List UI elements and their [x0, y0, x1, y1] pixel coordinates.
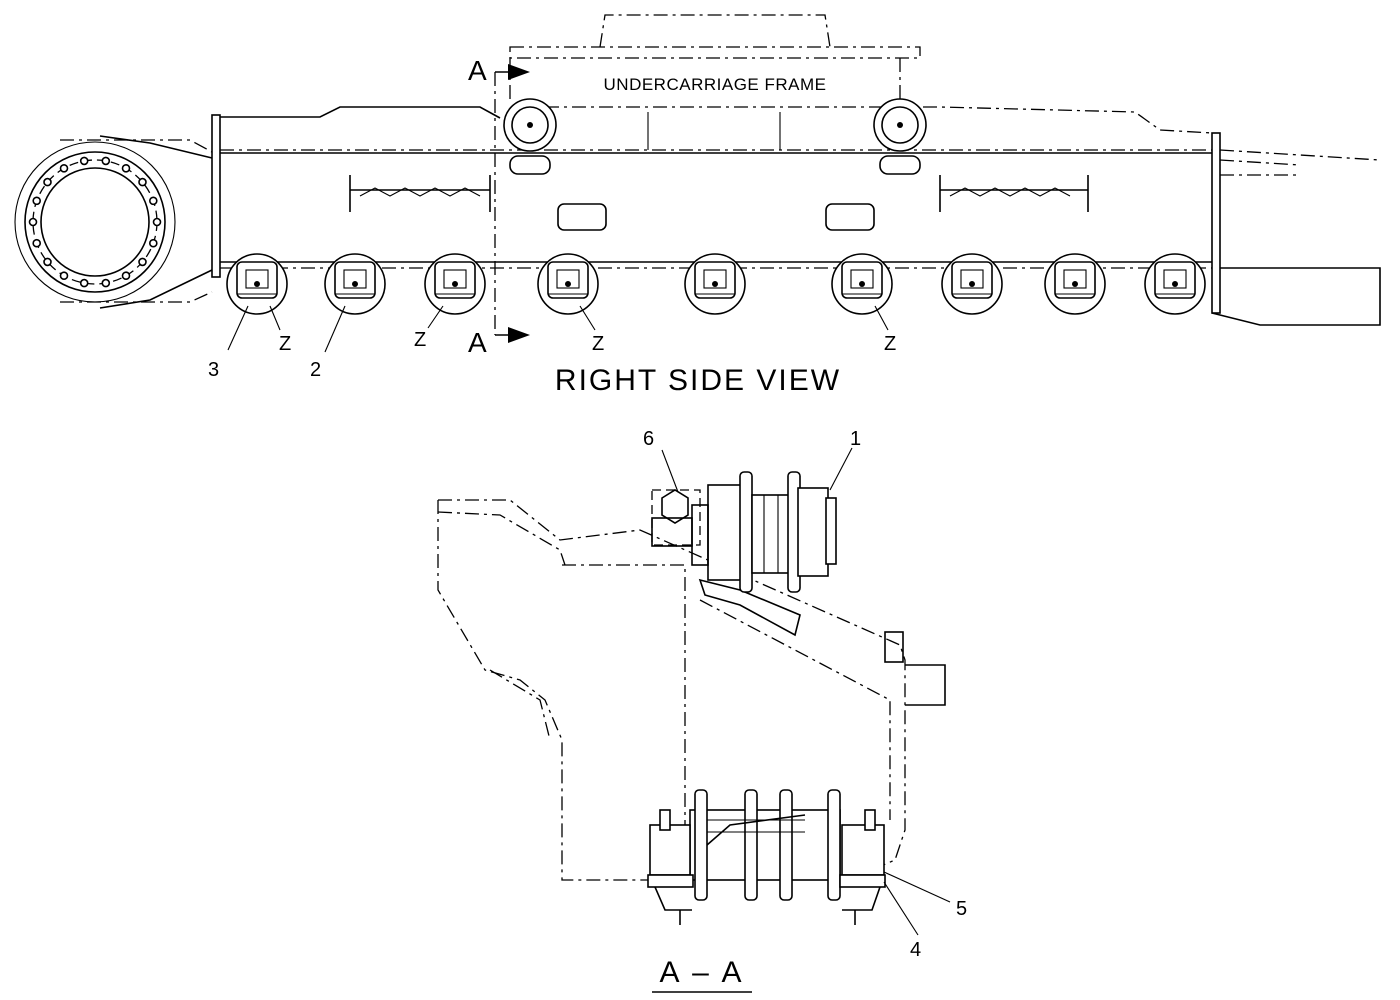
- right-side-view: UNDERCARRIAGE FRAME: [14, 14, 1381, 397]
- undercarriage-frame: UNDERCARRIAGE FRAME: [509, 14, 921, 104]
- idler-bolt: [43, 177, 52, 187]
- idler-bolt: [149, 238, 158, 248]
- track-roller: [831, 253, 893, 315]
- section-mark-bottom: A: [468, 327, 487, 358]
- idler-bolt: [138, 177, 147, 187]
- section-title: A – A: [659, 956, 744, 989]
- track-roller: [1044, 253, 1106, 315]
- callout-3: 3: [208, 359, 219, 381]
- view-title: RIGHT SIDE VIEW: [555, 364, 841, 397]
- left-end-plate: [211, 114, 221, 278]
- callout-6: 6: [643, 428, 654, 450]
- bottom-rollers: [226, 253, 1206, 315]
- callout-5: 5: [956, 898, 967, 920]
- idler-bolt: [152, 217, 162, 227]
- callout-4: 4: [910, 939, 921, 961]
- section-a-a-view: 6 1 5 4 A – A: [437, 428, 967, 993]
- idler-bolt: [101, 156, 111, 166]
- track-roller: [1144, 253, 1206, 315]
- section-mark-top: A: [468, 55, 487, 86]
- section-callouts: 6 1 5 4: [643, 428, 967, 961]
- carrier-roller-section: [651, 471, 837, 593]
- track-roller: [226, 253, 288, 315]
- track-roller: [684, 253, 746, 315]
- track-roller-section: [647, 789, 886, 925]
- idler-bolt: [32, 238, 42, 248]
- side-view-callouts: 3 Z 2 Z Z Z: [208, 305, 896, 381]
- idler-bolt: [79, 278, 89, 288]
- section-line-a: A A: [468, 55, 530, 358]
- carrier-rollers: [503, 98, 927, 175]
- track-frame-body: [220, 106, 1213, 269]
- callout-z: Z: [414, 329, 426, 351]
- callout-1: 1: [850, 428, 861, 450]
- idler-bolt: [28, 217, 38, 227]
- callout-z: Z: [592, 333, 604, 355]
- rear-end: [1211, 132, 1381, 326]
- frame-label: UNDERCARRIAGE FRAME: [604, 75, 827, 94]
- idler-bolt: [32, 196, 42, 206]
- idler-bolt: [59, 164, 69, 173]
- callout-z: Z: [884, 333, 896, 355]
- callout-2: 2: [310, 359, 321, 381]
- track-roller: [537, 253, 599, 315]
- idler-bolt: [79, 156, 89, 166]
- callout-z: Z: [279, 333, 291, 355]
- carrier-roller: [873, 98, 927, 175]
- idler-bolt: [121, 164, 131, 173]
- idler-bolt: [149, 196, 158, 206]
- idler-bolt: [101, 278, 111, 288]
- front-idler: [14, 135, 213, 309]
- carrier-roller: [503, 98, 557, 175]
- idler-bolt: [121, 271, 131, 281]
- idler-bolt: [59, 271, 69, 281]
- track-roller: [941, 253, 1003, 315]
- idler-bolt: [43, 257, 52, 267]
- track-roller: [424, 253, 486, 315]
- track-roller: [324, 253, 386, 315]
- idler-bolt: [138, 257, 147, 267]
